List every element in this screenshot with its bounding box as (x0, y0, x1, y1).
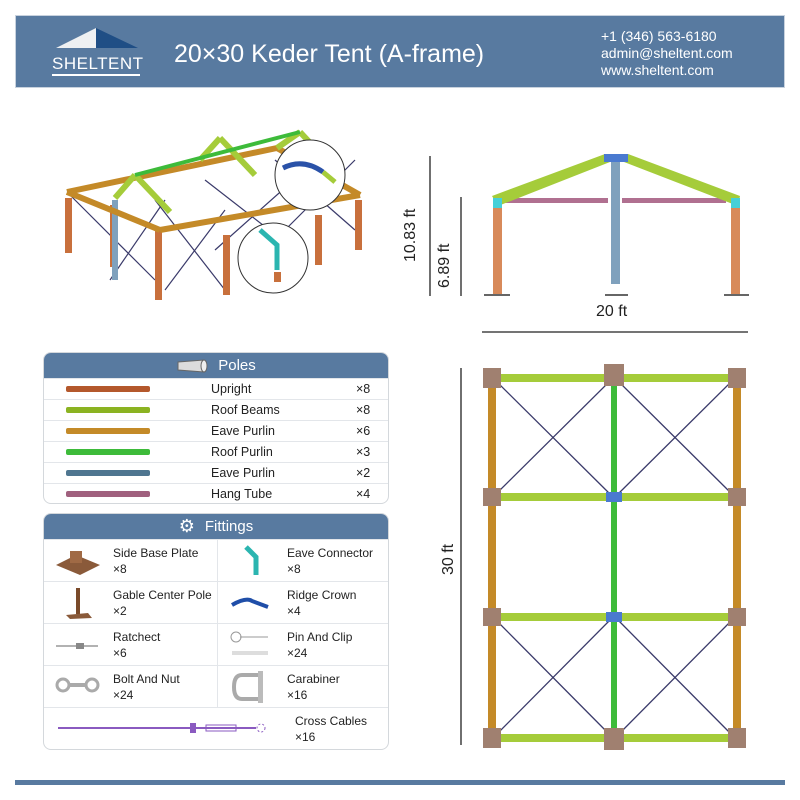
pole-label: Eave Purlin (211, 466, 275, 480)
pole-qty: ×6 (356, 424, 371, 438)
pole-label: Roof Purlin (211, 445, 273, 459)
pole-swatch (66, 386, 150, 392)
fitting-ridge-crown: Ridge Crown×4 (218, 581, 388, 623)
pole-swatch (66, 491, 150, 497)
header: SHELTENT 20×30 Keder Tent (A-frame) +1 (… (15, 15, 785, 88)
pole-label: Roof Beams (211, 403, 280, 417)
pole-label: Upright (211, 382, 252, 396)
poles-header: Poles (44, 353, 388, 378)
phone: +1 (346) 563-6180 (601, 28, 717, 44)
total-height-label: 10.83 ft (402, 208, 419, 262)
base-plate-icon (56, 551, 100, 575)
fitting-gable-center-pole: Gable Center Pole×2 (44, 581, 218, 623)
fitting-pin-and-clip: Pin And Clip×24 (218, 623, 388, 665)
contact-info: +1 (346) 563-6180 admin@sheltent.com www… (601, 28, 733, 79)
cross-cable-icon (58, 723, 266, 733)
footer-bar (15, 780, 785, 785)
pin-clip-icon (230, 631, 268, 655)
fitting-ratchet: Ratchect×6 (44, 623, 218, 665)
pole-swatch (66, 428, 150, 434)
fittings-title: Fittings (204, 518, 254, 535)
sheltent-logo-icon (56, 28, 138, 48)
side-elevation-drawing (429, 154, 749, 333)
bolt-nut-icon (55, 677, 100, 693)
fitting-side-base-plate: Side Base Plate×8 (44, 539, 218, 581)
pole-qty: ×3 (356, 445, 371, 459)
pole-row: Eave Purlin ×2 (44, 462, 388, 483)
fitting-bolt-and-nut: Bolt And Nut×24 (44, 665, 218, 707)
pole-qty: ×8 (356, 382, 371, 396)
poles-title: Poles (218, 357, 256, 374)
pole-qty: ×2 (356, 466, 371, 480)
email: admin@sheltent.com (601, 45, 733, 61)
fitting-eave-connector: Eave Connector×8 (218, 539, 388, 581)
page-title: 20×30 Keder Tent (A-frame) (174, 40, 485, 68)
length-label: 30 ft (440, 543, 457, 575)
website: www.sheltent.com (601, 62, 714, 78)
ratchet-icon (56, 643, 98, 649)
fittings-card: ⚙ Fittings Side Base Plate×8 Eave Connec… (43, 513, 389, 750)
logo-text: SHELTENT (52, 54, 144, 73)
logo-underline (52, 74, 140, 76)
pole-label: Hang Tube (211, 487, 273, 501)
plan-view-drawing (460, 364, 746, 750)
pole-row: Eave Purlin ×6 (44, 420, 388, 441)
fittings-header: ⚙ Fittings (44, 514, 388, 539)
carabiner-icon (231, 671, 263, 703)
gear-icon: ⚙ (178, 516, 195, 536)
ridge-crown-icon (231, 597, 269, 609)
pole-qty: ×4 (356, 487, 371, 501)
width-label: 20 ft (596, 303, 628, 320)
eave-height-label: 6.89 ft (436, 243, 453, 288)
tent-3d-illustration (65, 129, 362, 300)
eave-connector-icon (244, 545, 259, 575)
pole-qty: ×8 (356, 403, 371, 417)
fitting-carabiner: Carabiner×16 (218, 665, 388, 707)
pole-label: Eave Purlin (211, 424, 275, 438)
fitting-cross-cables: Cross Cables ×16 (44, 707, 388, 749)
pole-swatch (66, 449, 150, 455)
gable-pole-icon (66, 588, 92, 619)
pipe-icon (177, 358, 208, 373)
pole-swatch (66, 470, 150, 476)
pole-row: Upright ×8 (44, 378, 388, 399)
pole-swatch (66, 407, 150, 413)
pole-row: Hang Tube ×4 (44, 483, 388, 503)
pole-row: Roof Purlin ×3 (44, 441, 388, 462)
pole-row: Roof Beams ×8 (44, 399, 388, 420)
